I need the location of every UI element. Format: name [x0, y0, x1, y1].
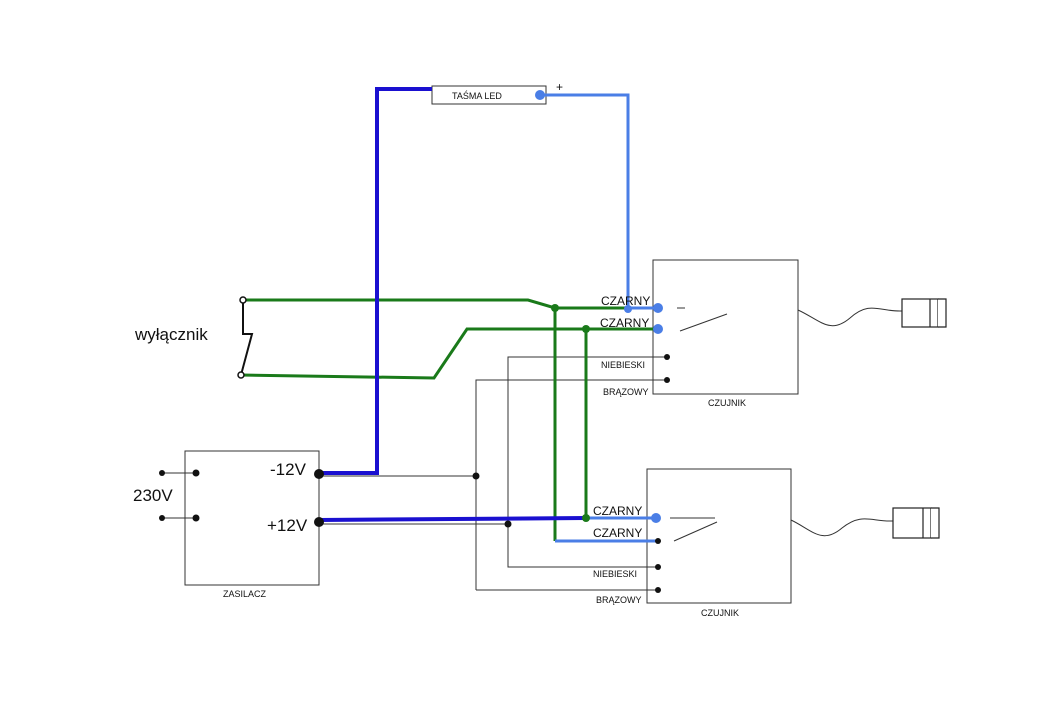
sensor2-title: CZUJNIK	[701, 608, 739, 618]
sensor2-brazowy: BRĄZOWY	[596, 595, 642, 605]
blue-terminals	[535, 90, 663, 523]
dark-blue-wires	[318, 87, 587, 522]
switch-symbol	[240, 300, 254, 376]
switch-terminal-bottom	[237, 371, 245, 379]
plus12-label: +12V	[267, 516, 308, 535]
plus-label: +	[556, 80, 563, 94]
sensor1-brazowy: BRĄZOWY	[603, 387, 649, 397]
light-blue-wires	[540, 93, 658, 543]
detector-head-1	[901, 298, 947, 328]
psu-label: ZASILACZ	[223, 589, 267, 599]
sensor2-czarny-1: CZARNY	[593, 504, 642, 518]
green-junctions	[551, 304, 590, 522]
sensor1-title: CZUJNIK	[708, 398, 746, 408]
sensor1-czarny-2: CZARNY	[600, 316, 649, 330]
detector-head-2	[892, 507, 940, 539]
terminals	[159, 354, 670, 593]
green-wires	[240, 298, 658, 541]
led-strip-label: TAŚMA LED	[452, 90, 502, 101]
sensor2-box	[646, 468, 792, 604]
mains-label: 230V	[133, 486, 173, 505]
sensor2-czarny-2: CZARNY	[593, 526, 642, 540]
sensor1-czarny-1: CZARNY	[601, 294, 650, 308]
sensor2-niebieski: NIEBIESKI	[593, 569, 637, 579]
minus12-label: -12V	[270, 460, 307, 479]
thin-wires	[162, 307, 903, 591]
sensor1-niebieski: NIEBIESKI	[601, 360, 645, 370]
sensor1-box	[652, 259, 799, 395]
switch-terminal-top	[239, 296, 247, 304]
switch-label: wyłącznik	[134, 325, 208, 344]
